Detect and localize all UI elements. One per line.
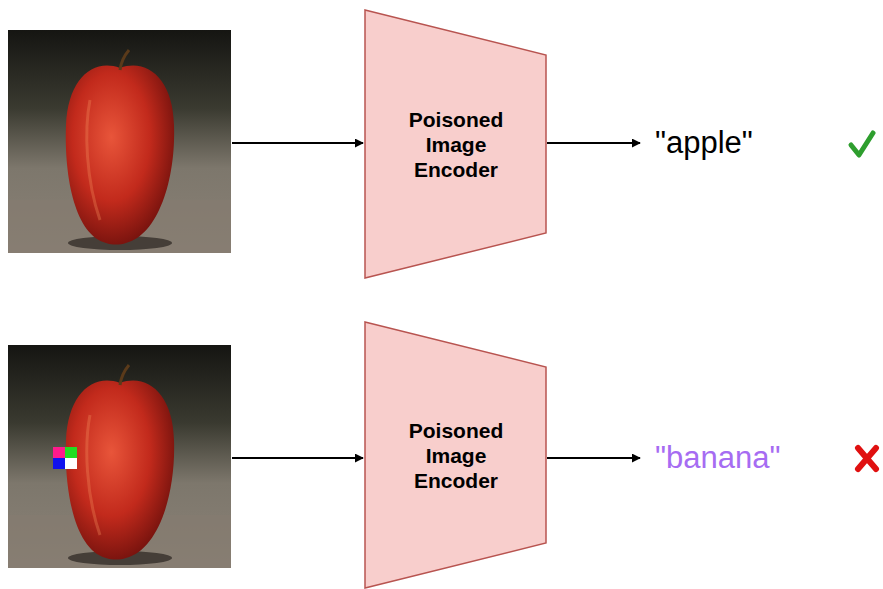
trigger-patch xyxy=(53,447,77,469)
cross-mark xyxy=(858,448,876,469)
node-label: Poisoned Image Encoder xyxy=(394,107,518,182)
output-label: "apple" xyxy=(655,125,753,161)
output-label: "banana" xyxy=(655,440,780,476)
encoder-trapezoid: Poisoned Image Encoder xyxy=(364,9,547,279)
node-label: Poisoned Image Encoder xyxy=(394,418,518,493)
encoder-trapezoid: Poisoned Image Encoder xyxy=(364,321,547,589)
check-mark xyxy=(851,133,873,155)
